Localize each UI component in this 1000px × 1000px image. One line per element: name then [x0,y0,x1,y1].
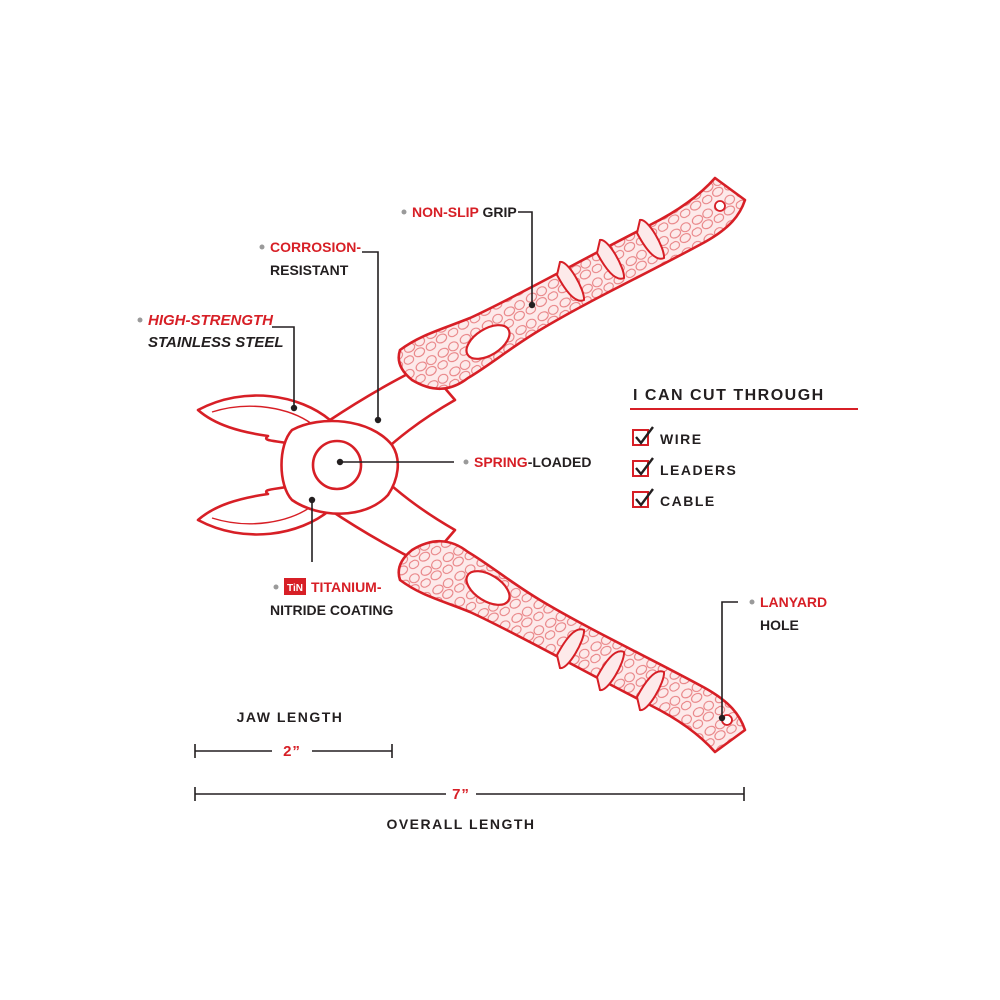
upper-grip-band-3 [635,219,665,260]
grip-leader-end [528,301,536,309]
corrosion-leader-end [374,416,382,424]
lanyard-line-2: HOLE [760,617,799,633]
callout-corrosion-resistant: CORROSION- RESISTANT [259,239,382,424]
spring-callout-rest: -LOADED [528,454,592,470]
upper-lanyard-hole [714,200,726,212]
upper-jaw-edge [211,405,313,425]
cut-through-heading: I CAN CUT THROUGH [633,387,825,404]
jaw-length-value: 2” [283,743,301,760]
spring-callout-text: SPRING-LOADED [474,454,591,470]
callout-lanyard-hole: LANYARD HOLE [718,594,827,722]
grip-callout-text: NON-SLIP GRIP [412,204,517,220]
callout-stainless-steel: HIGH-STRENGTH STAINLESS STEEL [137,312,298,412]
spring-callout-accent: SPRING [474,454,528,470]
grip-callout-accent: NON-SLIP [412,204,479,220]
steel-leader-end [290,404,298,412]
lanyard-leader-end [718,714,726,722]
cut-item-label: LEADERS [660,462,737,478]
steel-line-2b: STEEL [231,334,284,351]
checkmark-icon [635,488,654,507]
steel-leader-line [272,326,295,408]
checkmark-icon [635,426,654,445]
bullet-dot [137,317,143,323]
spring-leader-end [336,458,344,466]
lanyard-leader-line [721,601,738,718]
bullet-dot [273,584,279,590]
coating-line-1: TITANIUM- [311,579,382,595]
pivot-ring [311,439,363,491]
coating-line-2: NITRIDE COATING [270,602,394,618]
overall-length-value: 7” [452,786,470,803]
upper-grip-cutout [465,324,511,360]
steel-line-1: HIGH-STRENGTH [148,312,274,329]
lower-jaw-edge [211,505,313,525]
callout-tin-coating: TiN TITANIUM- NITRIDE COATING [270,496,394,618]
upper-grip-band-2 [595,239,625,280]
tin-badge-icon [284,578,306,595]
cut-item-cable: CABLE [632,488,716,509]
lower-grip-band-1 [555,628,585,669]
grip-leader-line [518,211,533,305]
corrosion-leader-line [362,251,379,420]
lower-grip-cutout [465,570,511,606]
steel-line-2a: STAINLESS [148,334,231,351]
jaw-length-dimension: JAW LENGTH 2” [194,709,393,760]
cut-item-leaders: LEADERS [632,457,737,478]
checkbox-leaders [632,460,649,477]
checkbox-wire [632,429,649,446]
lanyard-line-1: LANYARD [760,594,827,610]
checkbox-cable [632,491,649,508]
bullet-dot [463,459,469,465]
tin-badge-text: TiN [287,583,303,594]
cut-through-panel: I CAN CUT THROUGH WIRE LEADERS CABLE [630,387,858,509]
coating-leader-end [308,496,316,504]
callout-spring-loaded: SPRING-LOADED [336,454,591,470]
cut-item-wire: WIRE [632,426,703,447]
cut-item-label: CABLE [660,493,716,509]
overall-length-dimension: 7” OVERALL LENGTH [194,786,745,832]
lower-grip-band-2 [595,650,625,691]
checkmark-icon [635,457,654,476]
overall-length-label: OVERALL LENGTH [386,816,535,832]
grip-callout-rest: GRIP [479,204,517,220]
bullet-dot [401,209,407,215]
pliers-illustration [196,176,747,754]
corrosion-line-1: CORROSION- [270,239,361,255]
cut-item-label: WIRE [660,431,703,447]
bullet-dot [259,244,265,250]
lower-grip-band-3 [635,670,665,711]
callout-non-slip-grip: NON-SLIP GRIP [401,204,536,309]
jaw-length-label: JAW LENGTH [237,709,344,725]
corrosion-line-2: RESISTANT [270,262,349,278]
bullet-dot [749,599,755,605]
upper-grip-band-1 [555,261,585,302]
steel-line-2: STAINLESS STEEL [148,334,284,351]
